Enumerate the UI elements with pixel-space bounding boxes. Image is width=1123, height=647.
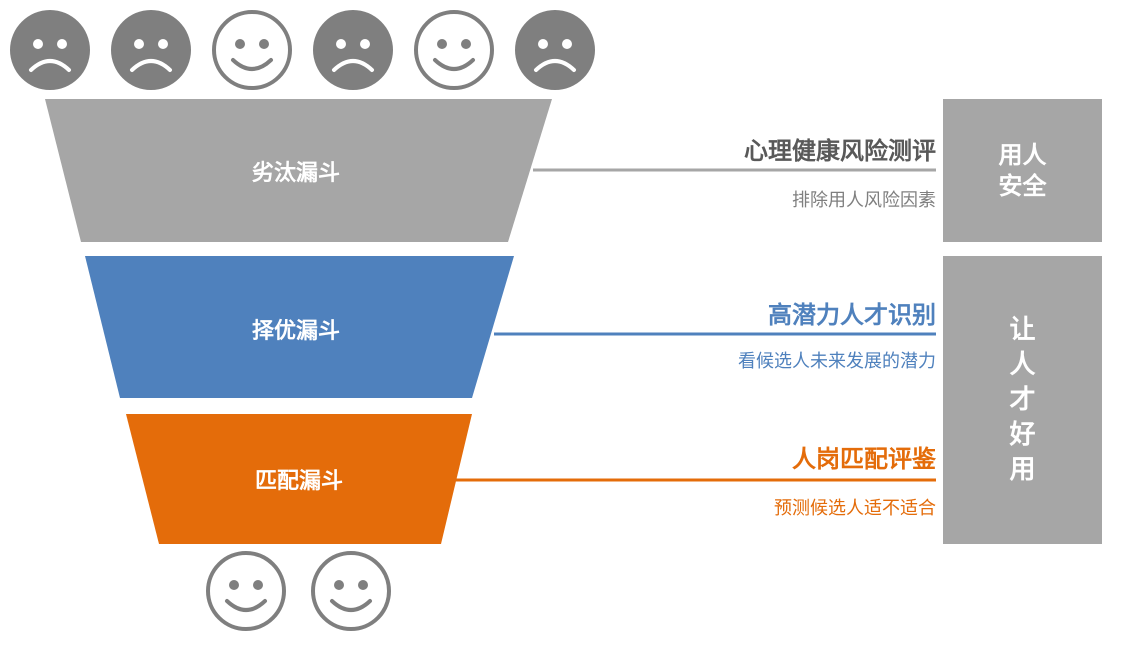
selection-title: 高潜力人才识别 [768,301,936,329]
elimination-title: 心理健康风险测评 [744,137,936,165]
selection-subtitle: 看候选人未来发展的潜力 [738,351,936,372]
elimination-funnel-shape [45,99,552,242]
happy-face-icon [414,10,494,90]
top-faces-row [10,10,595,90]
elimination-subtitle: 排除用人风险因素 [792,190,936,211]
bottom-faces-row [206,551,391,631]
elimination-funnel-label: 劣汰漏斗 [252,160,340,186]
happy-face-icon [212,10,292,90]
sad-face-icon [111,10,191,90]
sad-face-icon [10,10,90,90]
selection-funnel-label: 择优漏斗 [252,318,340,344]
talent-box: 让人才好用 [943,256,1102,544]
matching-title: 人岗匹配评鉴 [792,445,937,473]
happy-face-icon [206,551,286,631]
happy-face-icon [311,551,391,631]
talent-box-label: 让人才好用 [1009,314,1036,485]
matching-funnel-shape [126,414,472,544]
sad-face-icon [515,10,595,90]
safety-box-label: 用人安全 [998,140,1047,200]
selection-funnel-shape [85,256,514,398]
safety-box: 用人安全 [943,99,1102,242]
matching-subtitle: 预测候选人适不适合 [774,498,936,519]
matching-funnel-label: 匹配漏斗 [255,468,343,494]
sad-face-icon [313,10,393,90]
